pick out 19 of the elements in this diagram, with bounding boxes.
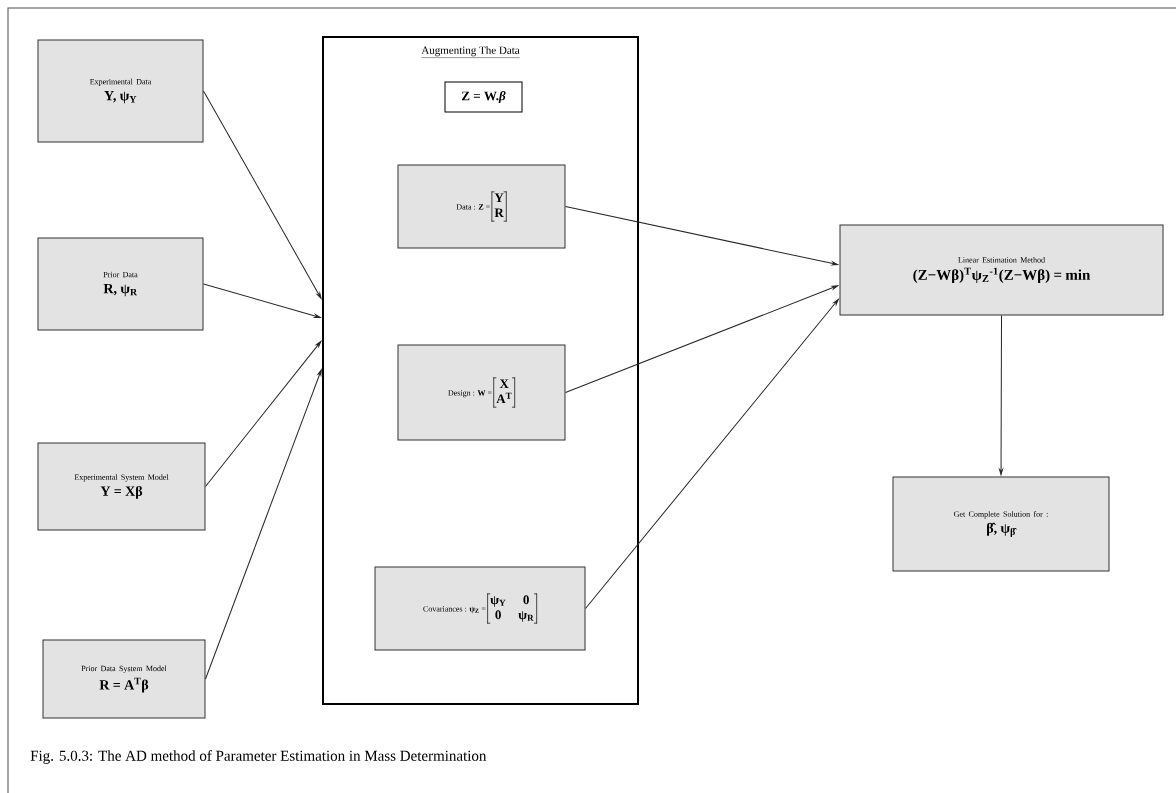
- process-box: Prior Data System Model R = A$^{T}$β: [42, 639, 206, 719]
- arrow: [565, 206, 839, 266]
- figure-caption: Fig. 5.0.3: The AD method of Parameter Estimation in Mass Determination: [30, 750, 487, 764]
- arrow: [585, 298, 839, 609]
- process-box: Get Complete Solution for : β̂, ψ$_{β̂}$: [892, 476, 1110, 572]
- equation-box: Z = W.β: [444, 81, 523, 113]
- arrow: [203, 283, 321, 318]
- arrow: [999, 315, 1003, 476]
- process-box: Covariances : ψ$_{Z}$ = ψ$_{Y}$ 0 0 ψ$_{R}$: [374, 566, 586, 651]
- arrow: [203, 90, 322, 299]
- process-box: Linear Estimation Method (Z−Wβ)$^{T}$ψ$_{Z}$$^{-1}$(Z−Wβ) = min: [839, 224, 1164, 316]
- arrow: [205, 369, 322, 680]
- process-box: Data : Z = Y R: [397, 164, 566, 249]
- process-box: Experimental Data Y, ψ$_{Y}$: [37, 39, 204, 143]
- arrow: [205, 340, 322, 487]
- arrow: [565, 285, 839, 393]
- process-box: Design : W = X A$^{T}$: [397, 344, 566, 441]
- process-box: Experimental System Model Y = Xβ: [37, 442, 206, 531]
- process-box: Prior Data R, ψ$_{R}$: [37, 237, 204, 331]
